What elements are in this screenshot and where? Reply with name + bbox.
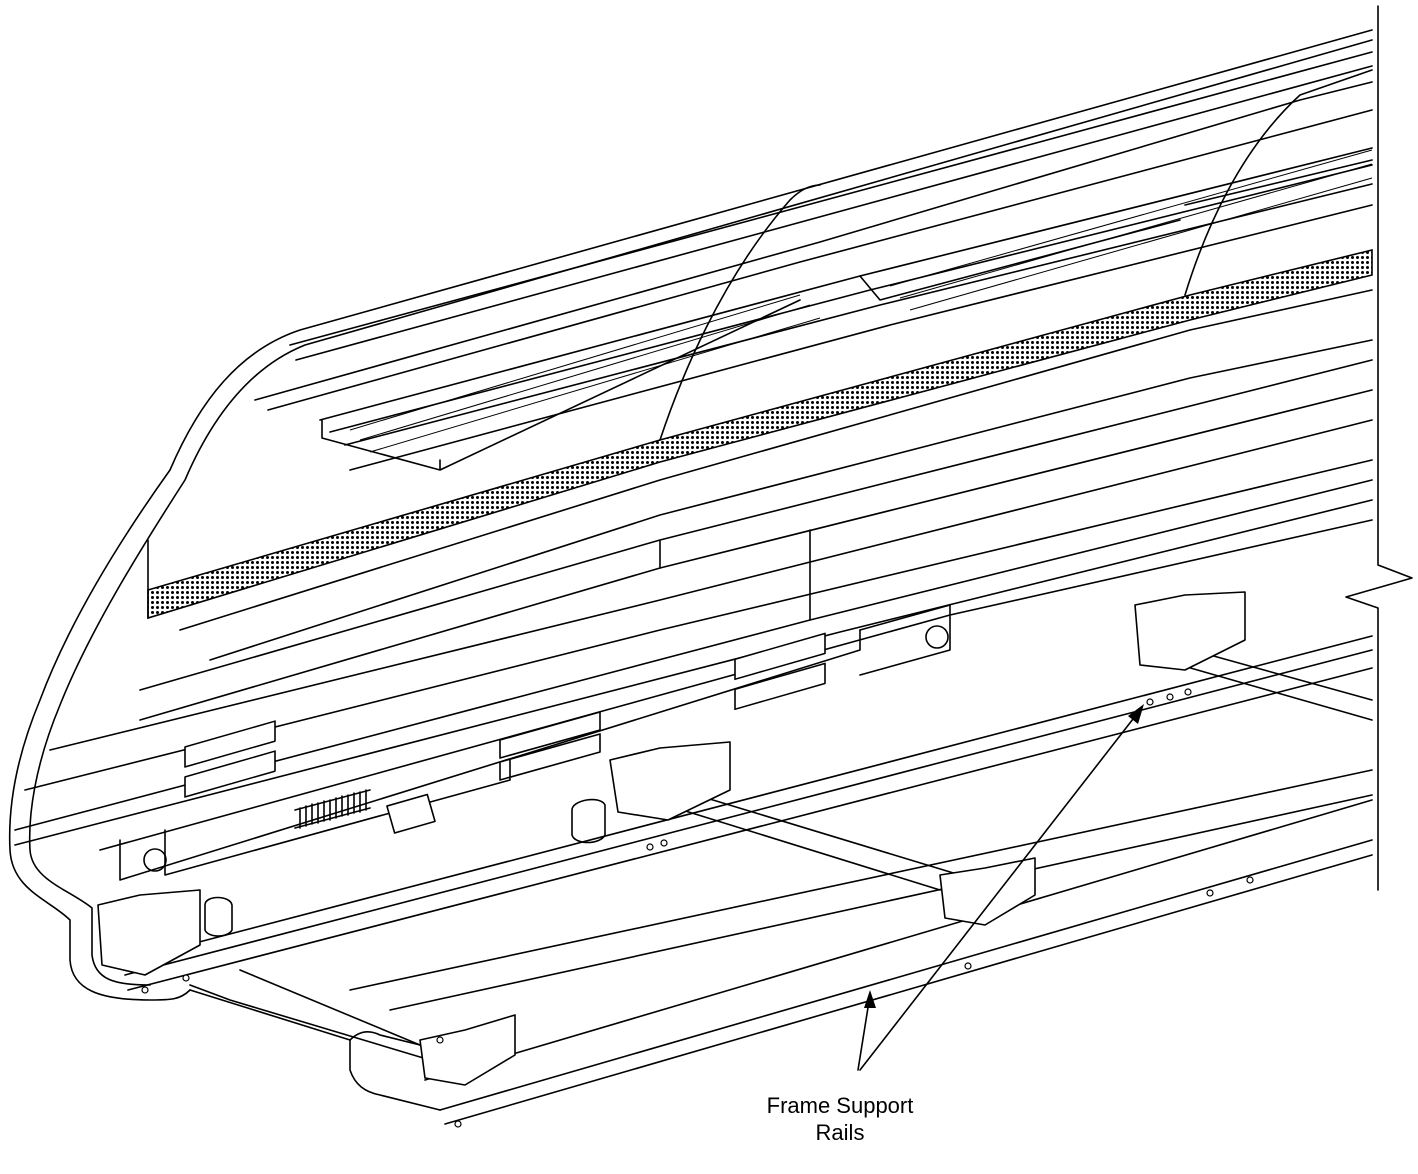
canopy-rail-2 [295, 65, 1373, 361]
frame-support-rails-callout: Frame Support Rails [720, 1092, 960, 1146]
mounting-holes [141, 688, 1254, 1128]
bracket-center [609, 741, 731, 821]
front-frame-rail-3 [129, 635, 1373, 961]
bracket-rear-center [939, 857, 1036, 926]
rear-frame-rail-3 [424, 799, 1373, 1081]
wire-connectors [499, 711, 601, 781]
leader-line-rear-rail [859, 709, 1141, 1071]
case-end-profile-inner [28, 39, 1373, 986]
base-floor-line-2 [389, 794, 1373, 1011]
shelf-divider-curve-2 [1184, 69, 1373, 296]
raceway-panel-right [859, 604, 951, 676]
callout-line-2: Rails [815, 1120, 865, 1145]
upper-light-fixture-2 [329, 164, 1373, 433]
upper-light-fixture-3 [344, 183, 1373, 446]
front-frame-rail-2 [127, 667, 1373, 991]
bracket-right [1134, 591, 1246, 671]
canopy-rail-4 [267, 109, 1373, 411]
bracket-rear-left [419, 1014, 516, 1086]
leader-arrow-rear-rail [1128, 704, 1144, 724]
terminal-strip [294, 789, 371, 829]
case-panel-6 [49, 419, 1373, 751]
grommet-left [143, 848, 167, 872]
canopy-rail-top [289, 51, 1373, 346]
rear-frame-rail-2 [444, 854, 1373, 1125]
leader-arrow-front-rail [864, 990, 876, 1008]
callout-line-1: Frame Support [766, 1093, 914, 1118]
base-pan [189, 989, 441, 1111]
bracket-left [97, 889, 201, 976]
upper-light-fixture [319, 147, 1373, 421]
case-end-profile [8, 29, 1373, 1001]
base-pan-inner [349, 1030, 421, 1046]
cross-member-center [649, 789, 961, 891]
ballast [386, 793, 436, 834]
case-panel-3 [209, 339, 1373, 661]
raceway-panel-bottom [164, 759, 511, 876]
junction-box-center [734, 632, 826, 711]
junction-box-left [184, 720, 276, 798]
break-line [1345, 5, 1413, 891]
shelf-divider-curve [659, 184, 821, 441]
cross-member-left [189, 969, 431, 1061]
vent-slots [349, 149, 1373, 453]
front-mesh-grille [147, 248, 1373, 620]
grommet-right [925, 625, 949, 649]
canopy-rail-3 [254, 81, 1373, 401]
case-panel-2 [179, 289, 1373, 631]
drain-pipe [571, 798, 606, 844]
upper-light-fixture-4 [349, 204, 1373, 471]
drain-outlet [204, 896, 233, 937]
base-floor-line [349, 769, 1373, 991]
case-panel-9 [14, 499, 1373, 846]
upper-fixture-box [321, 299, 801, 471]
rear-frame-rail [439, 839, 1373, 1111]
raceway-panel [119, 629, 861, 881]
front-frame-rail [124, 649, 1373, 976]
cross-member-right [1179, 654, 1373, 721]
